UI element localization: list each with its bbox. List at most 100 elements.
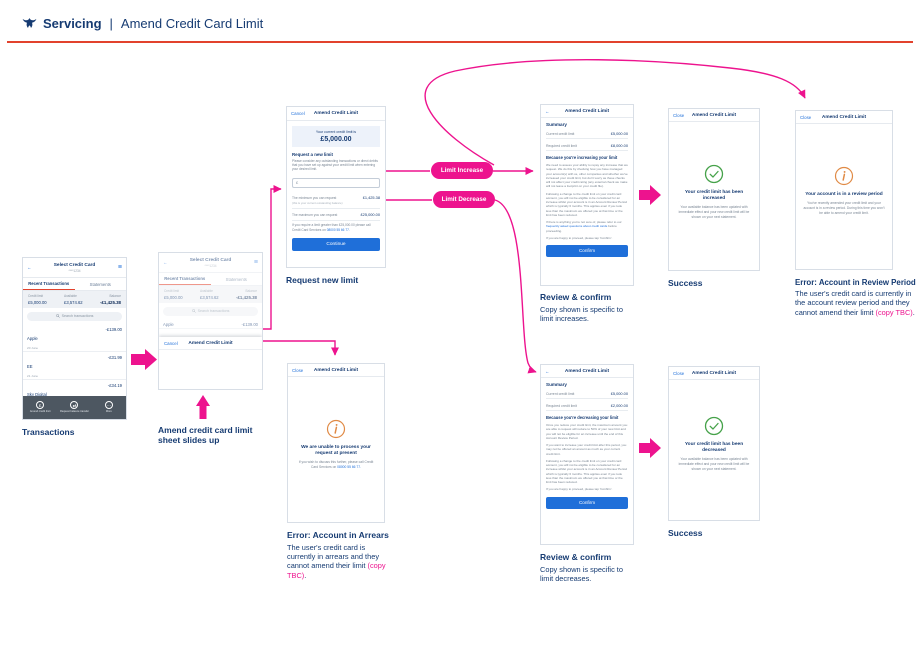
phone-error-review-period: Close Amend Credit Limit Your account is…: [795, 110, 893, 270]
back-icon[interactable]: ←: [27, 265, 32, 270]
continue-button[interactable]: Continue: [292, 238, 380, 252]
reason-heading: Because you're decreasing your limit: [546, 415, 619, 420]
amend-limit-bottom-sheet: Cancel Amend Credit Limit: [159, 337, 262, 389]
minimum-label: The minimum you can request: [292, 195, 337, 200]
menu-icon[interactable]: ≡: [253, 259, 258, 266]
select-card-header: ← Select Credit Card ****1234 ≡: [23, 258, 126, 278]
new-limit-input[interactable]: £: [292, 177, 380, 188]
account-summary-strip: Credit limit £5,000.00 Available £3,574.…: [23, 291, 126, 308]
phone-error-arrears: Close Amend Credit Limit We are unable t…: [287, 363, 385, 523]
error-body: If you wish to discuss this further, ple…: [295, 460, 377, 470]
credit-limit-value: £5,000.00: [164, 294, 183, 300]
txn-amount: -£139.00: [105, 326, 122, 332]
quick-actions-bar: £ Amend credit limit ⇄ Request balance t…: [23, 396, 126, 419]
more-icon: ⋯: [104, 401, 113, 410]
screen-title: Amend Credit Limit: [691, 370, 737, 376]
caption-note: Copy shown is specific to limit increase…: [540, 304, 623, 324]
row-label: Required credit limit: [546, 403, 577, 408]
sheet-title: Amend Credit Limit: [188, 340, 233, 346]
search-placeholder: Search transactions: [197, 309, 230, 313]
caption-review-increase: Review & confirm Copy shown is specific …: [540, 292, 636, 324]
success-heading: Your credit limit has been increased: [684, 190, 744, 202]
request-body: Please consider any outstanding transact…: [292, 158, 378, 172]
tab-bar: Recent Transactions Statements: [23, 278, 126, 291]
call-note-text: If you require a limit greater than £25,…: [292, 223, 371, 232]
faq-link[interactable]: frequently asked questions about credit …: [546, 224, 608, 229]
amend-limit-header: Close Amend Credit Limit: [669, 109, 759, 122]
success-heading: Your credit limit has been decreased: [684, 442, 744, 454]
balance-col: Balance -£1,425.38: [236, 289, 257, 300]
caption-error-review-period: Error: Account in Review Period The user…: [795, 278, 917, 317]
block-arrow-transactions-to-sheet: [131, 349, 157, 370]
credit-limit-col: Credit limit £5,000.00: [28, 294, 47, 305]
caption-heading: Request new limit: [286, 275, 359, 285]
more-action[interactable]: ⋯ More: [92, 396, 126, 419]
close-button[interactable]: Close: [673, 370, 685, 376]
phone-amend-sheet: ← Select Credit Card ****1234 ≡ Recent T…: [158, 252, 263, 390]
back-icon[interactable]: ←: [163, 260, 168, 265]
amend-credit-limit-action[interactable]: £ Amend credit limit: [23, 396, 57, 419]
close-button[interactable]: Close: [673, 112, 685, 118]
caption-request-new-limit: Request new limit: [286, 275, 386, 286]
faq-note-text: If there is anything you're not sure of,…: [546, 220, 622, 225]
header-underline: [7, 41, 913, 43]
balance-transfer-action[interactable]: ⇄ Request balance transfer: [57, 396, 91, 419]
cancel-button[interactable]: Cancel: [291, 111, 305, 116]
caption-heading: Amend credit card limit sheet slides up: [158, 425, 253, 445]
row-value: £5,000.00: [610, 390, 628, 396]
connector-sheet-to-request: [263, 184, 282, 330]
confirm-button[interactable]: Confirm: [546, 245, 628, 258]
block-arrow-sheet-slides-up: [196, 395, 210, 419]
available-col: Available £3,574.62: [200, 289, 219, 300]
table-row[interactable]: Apple -£139.00: [159, 320, 262, 330]
confirm-button[interactable]: Confirm: [546, 496, 628, 509]
caption-heading: Success: [668, 528, 703, 538]
available-label: Available: [64, 294, 77, 298]
txn-name: Apple: [27, 335, 38, 341]
back-icon[interactable]: ←: [545, 368, 550, 374]
review-paragraph: If you want to increase your credit limi…: [546, 443, 627, 456]
phone-review-increase: ← Amend Credit Limit Summary Current cre…: [540, 104, 634, 286]
search-placeholder: Search transactions: [61, 314, 94, 318]
required-limit-row: Required credit limit £8,000.00: [546, 139, 628, 151]
phone-request-new-limit: Cancel Amend Credit Limit Your current c…: [286, 106, 386, 268]
back-icon[interactable]: ←: [545, 108, 550, 114]
caption-note: The user's credit card is currently in t…: [795, 289, 917, 317]
search-input[interactable]: Search transactions: [163, 306, 258, 316]
amend-limit-header: ← Amend Credit Limit: [541, 365, 633, 378]
phone-transactions: ← Select Credit Card ****1234 ≡ Recent T…: [22, 257, 127, 420]
screen-title: Amend Credit Limit: [691, 112, 737, 118]
info-icon: [326, 419, 346, 439]
action-label: More: [105, 409, 112, 413]
close-button[interactable]: Close: [800, 114, 812, 120]
phone-link[interactable]: 08000 55 66 77.: [337, 465, 362, 470]
row-value: £8,000.00: [610, 142, 628, 148]
balance-col: Balance -£1,425.38: [100, 294, 121, 305]
connector-sheet-to-arrears-error: [263, 340, 340, 356]
error-heading: We are unable to process your request at…: [301, 445, 371, 457]
txn-name: Sky Digital: [27, 391, 47, 397]
caption-heading: Error: Account in Review Period: [795, 278, 916, 287]
success-body: Your available balance has been updated …: [678, 205, 750, 219]
tab-statements[interactable]: Statements: [225, 276, 247, 282]
amend-limit-icon: £: [36, 401, 45, 410]
cancel-button[interactable]: Cancel: [164, 340, 178, 346]
amend-limit-header: Close Amend Credit Limit: [669, 367, 759, 380]
search-input[interactable]: Search transactions: [27, 311, 122, 321]
amend-limit-header: ← Amend Credit Limit: [541, 105, 633, 118]
maximum-label: The maximum you can request: [292, 212, 338, 217]
caption-note-text: The user's credit card is currently in a…: [287, 542, 380, 571]
tab-recent-transactions[interactable]: Recent Transactions: [23, 278, 75, 290]
call-phone-link[interactable]: 08000 55 66 77.: [326, 227, 350, 232]
txn-amount: -£139.00: [241, 321, 258, 327]
tab-statements[interactable]: Statements: [89, 281, 111, 287]
page-title: Amend Credit Card Limit: [120, 16, 264, 31]
tab-recent-transactions[interactable]: Recent Transactions: [159, 273, 211, 285]
divider: [292, 220, 380, 222]
close-button[interactable]: Close: [292, 367, 304, 373]
caption-review-decrease: Review & confirm Copy shown is specific …: [540, 552, 636, 583]
menu-icon[interactable]: ≡: [117, 264, 122, 271]
search-row: Search transactions: [159, 303, 262, 320]
